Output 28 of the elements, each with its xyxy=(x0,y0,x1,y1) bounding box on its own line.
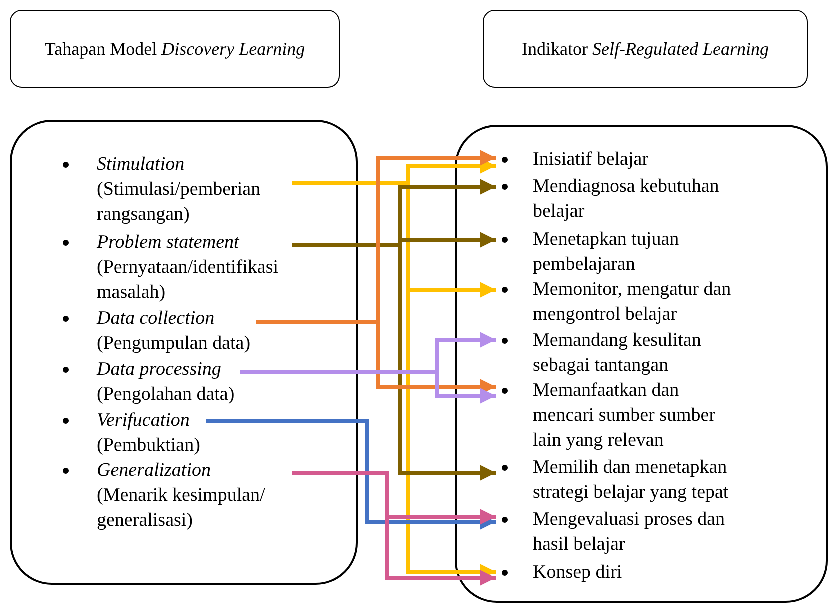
heading-box xyxy=(10,10,340,88)
list-item-text: Memonitor, mengatur dan mengontrol belajar xyxy=(533,278,732,327)
list-item-text: Memilih dan menetapkan strategi belajar yang tepat xyxy=(533,456,730,505)
list-panel xyxy=(455,125,828,603)
list-item-text: Data processing xyxy=(97,358,222,382)
heading-text: Indikator Self-Regulated Learning xyxy=(521,38,770,61)
list-item-text: Mendiagnosa kebutuhan belajar xyxy=(533,175,720,224)
list-item-text: Menetapkan tujuan pembelajaran xyxy=(533,228,680,277)
list-item-text: Stimulation xyxy=(97,153,185,177)
list-item-text: (Stimulasi/pemberian rangsangan) xyxy=(97,178,262,227)
list-item-text: Inisiatif belajar xyxy=(533,148,649,172)
list-item-text: Konsep diri xyxy=(533,561,622,585)
list-item-text: Verifucation xyxy=(97,409,190,433)
list-item-text: Mengevaluasi proses dan hasil belajar xyxy=(533,508,726,557)
list-item-text: (Pernyataan/identifikasi masalah) xyxy=(97,256,280,305)
list-item-text: (Pengolahan data) xyxy=(97,383,235,407)
list-item-text: Problem statement xyxy=(97,231,240,255)
heading-box xyxy=(483,10,808,88)
list-item-text: Memandang kesulitan sebagai tantangan xyxy=(533,329,702,378)
list-item-text: Generalization xyxy=(97,459,211,483)
list-item-text: Memanfaatkan dan mencari sumber sumber lain yang relevan xyxy=(533,379,717,453)
heading-text: Tahapan Model Discovery Learning xyxy=(44,38,306,61)
list-item-text: (Pengumpulan data) xyxy=(97,332,251,356)
list-item-text: (Pembuktian) xyxy=(97,434,200,458)
arrow xyxy=(206,419,496,530)
list-item-text: (Menarik kesimpulan/ generalisasi) xyxy=(97,484,266,533)
list-panel xyxy=(10,120,358,585)
list-item-text: Data collection xyxy=(97,307,215,331)
